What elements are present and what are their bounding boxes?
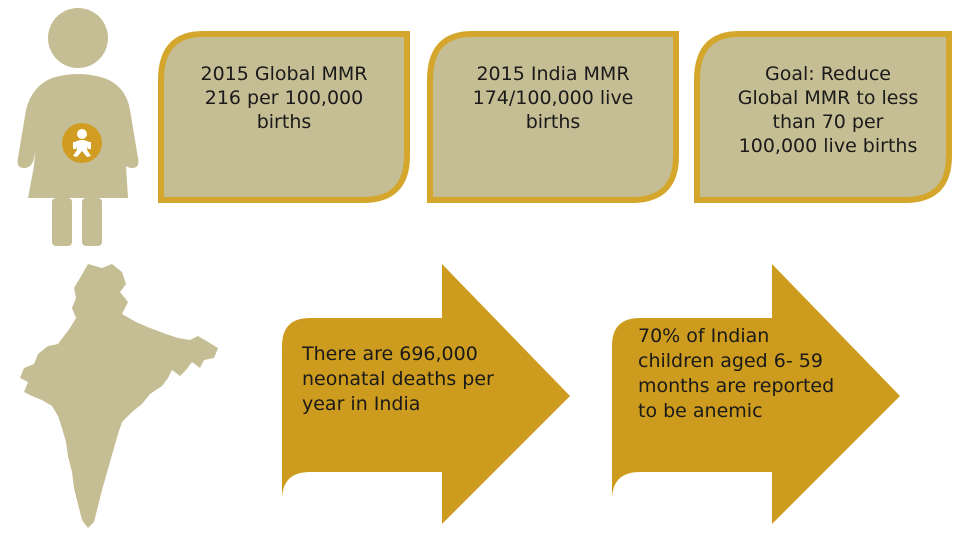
arrow-line: neonatal deaths per xyxy=(302,368,494,390)
stat-line: 2015 Global MMR xyxy=(200,63,368,85)
arrow-anemic-children: 70% of Indian children aged 6- 59 months… xyxy=(610,262,902,528)
india-map-icon xyxy=(18,262,226,530)
arrow-line: 70% of Indian xyxy=(638,325,770,347)
stat-box-goal: Goal: Reduce Global MMR to less than 70 … xyxy=(693,30,953,204)
stat-line: 216 per 100,000 xyxy=(204,87,364,109)
stat-line: births xyxy=(525,111,581,133)
stat-box-global-mmr: 2015 Global MMR 216 per 100,000 births xyxy=(157,30,411,204)
arrow-neonatal-deaths: There are 696,000 neonatal deaths per ye… xyxy=(280,262,572,528)
arrow-line: children aged 6- 59 xyxy=(638,350,823,372)
baby-icon xyxy=(61,122,103,164)
stat-line: 174/100,000 live xyxy=(472,87,634,109)
stat-line: 2015 India MMR xyxy=(476,63,630,85)
stat-line: than 70 per xyxy=(772,111,884,133)
arrow-line: months are reported xyxy=(638,375,835,397)
arrow-line: to be anemic xyxy=(638,400,763,422)
stat-box-india-mmr: 2015 India MMR 174/100,000 live births xyxy=(426,30,680,204)
stat-line: Global MMR to less xyxy=(737,87,919,109)
stat-line: 100,000 live births xyxy=(738,135,918,157)
arrow-line: year in India xyxy=(302,393,421,415)
stat-line: Goal: Reduce xyxy=(765,63,891,85)
stat-line: births xyxy=(256,111,312,133)
arrow-line: There are 696,000 xyxy=(302,343,478,365)
